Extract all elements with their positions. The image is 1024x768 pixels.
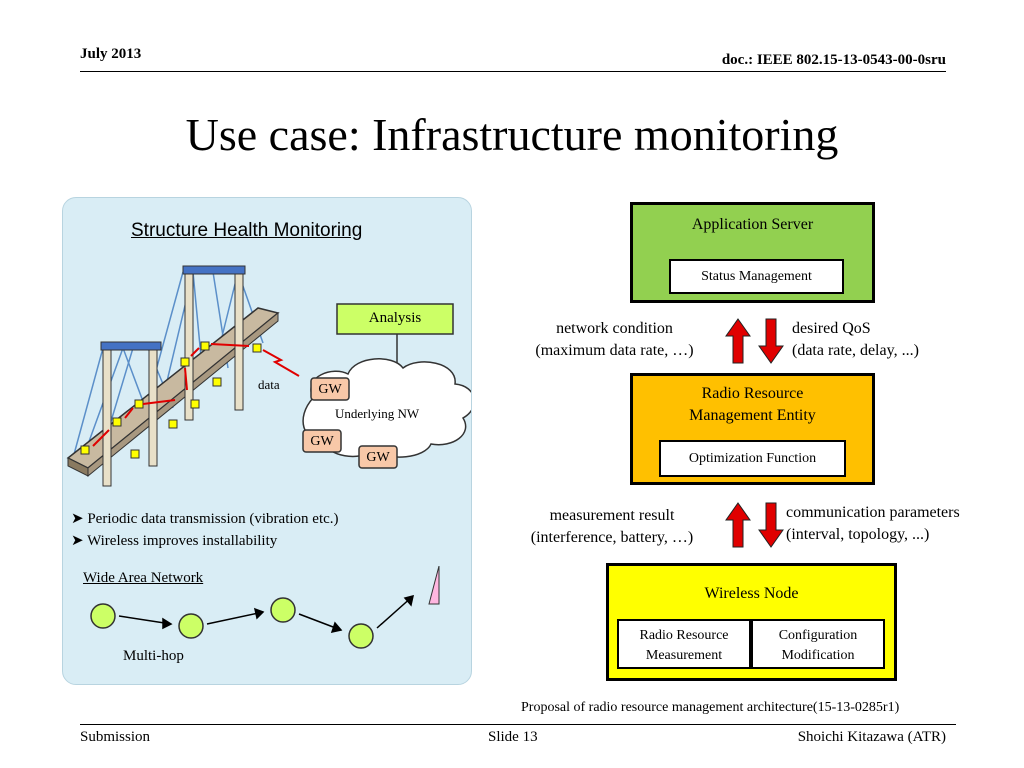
network-condition-label: network condition (maximum data rate, …) [535,320,694,359]
shm-heading: Structure Health Monitoring [131,220,363,241]
wan-label: Wide Area Network [83,570,204,586]
optimization-function-box: Optimization Function [659,440,846,477]
architecture-caption: Proposal of radio resource management ar… [521,700,900,715]
wireless-node-box: Wireless Node Radio Resource Measurement… [606,563,897,681]
configuration-modification-box: Configuration Modification [751,619,885,669]
bullet-item: ➤ Wireless improves installability [71,533,278,549]
sensor-nodes [80,341,262,459]
bridge-deck [66,307,280,469]
wireless-node-title: Wireless Node [704,585,799,602]
header-doc-id: doc.: IEEE 802.15-13-0543-00-0sru [721,52,946,68]
rrm-entity-box: Radio Resource Management Entity Optimiz… [630,373,875,485]
desired-qos-label: desired QoS (data rate, delay, ...) [792,320,919,359]
gateway-boxes [302,377,398,469]
app-server-title: Application Server [691,216,814,233]
shm-panel: Structure Health Monitoring [62,197,472,685]
arrow-down-2 [758,502,784,548]
footer-author: Shoichi Kitazawa (ATR) [797,729,946,745]
radio-resource-measurement-box: Radio Resource Measurement [617,619,751,669]
slide-title: Use case: Infrastructure monitoring [185,109,839,160]
bridge-illustration [66,265,471,487]
footer-slide-number: Slide 13 [488,729,538,745]
gw-label-1: GW [318,382,342,397]
arrow-up-2 [725,502,751,548]
multihop-illustration [90,566,440,649]
analysis-label: Analysis [368,310,422,326]
footer-submission: Submission [80,729,151,745]
rrm-title: Radio Resource Management Entity [689,385,816,424]
antenna-icon [428,566,440,605]
arrow-down-1 [758,318,784,364]
footer-rule [80,724,956,725]
status-management-box: Status Management [669,259,844,294]
network-label: Underlying NW [335,406,420,421]
bridge-cables [72,271,264,459]
gw-label-3: GW [366,450,390,465]
data-flow-arrows [92,343,300,447]
data-label-text: data [258,377,280,392]
bullet-list: ➤ Periodic data transmission (vibration … [71,508,339,552]
gw-label-2: GW [310,434,334,449]
header-date: July 2013 [80,46,142,62]
bridge-tower [102,345,112,487]
app-server-box: Application Server Status Management [630,202,875,303]
header-rule [80,71,946,72]
arrow-up-1 [725,318,751,364]
communication-parameters-label: communication parameters (interval, topo… [786,504,960,543]
bullet-item: ➤ Periodic data transmission (vibration … [71,511,339,527]
measurement-result-label: measurement result (interference, batter… [530,507,694,546]
multihop-label: Multi-hop [123,648,184,664]
